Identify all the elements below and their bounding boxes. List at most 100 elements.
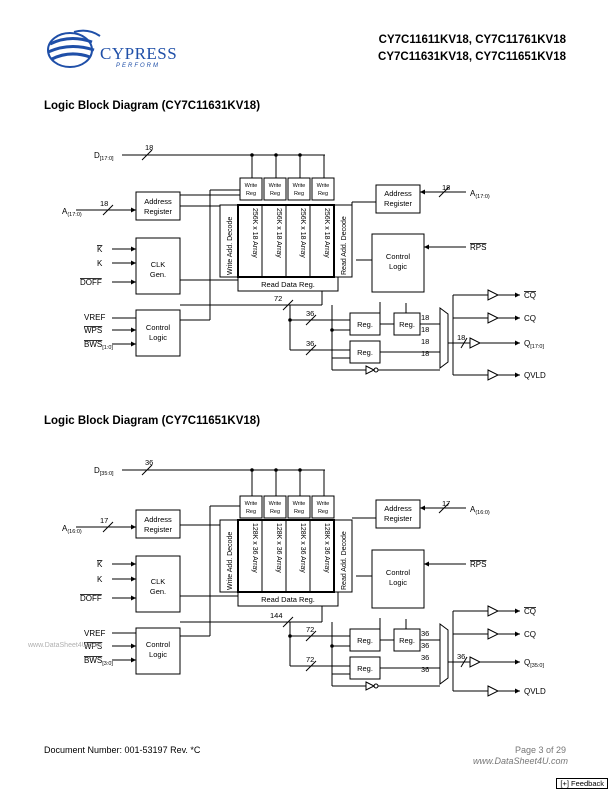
q-subscript: [17:0]	[530, 344, 544, 350]
array-label: 256K x 18 Array	[251, 208, 258, 258]
svg-text:Q[17:0]: Q[17:0]	[524, 339, 544, 350]
bws-label: BWS	[84, 656, 102, 665]
address-register-label: Address	[144, 515, 172, 524]
address-register-label: Address	[144, 197, 172, 206]
reg-label: Reg.	[399, 320, 415, 329]
q-label: Q	[524, 658, 530, 667]
page-number: Page 3 of 29	[514, 745, 566, 755]
document-number: Document Number: 001-53197 Rev. *C	[44, 745, 201, 755]
a-input-label: A	[62, 524, 68, 533]
qvld-label: QVLD	[524, 687, 546, 696]
read-data-reg-label: Read Data Reg.	[261, 280, 315, 289]
write-reg-label: Write	[293, 183, 306, 189]
write-reg-label: Write	[245, 501, 258, 507]
control-logic-right-label: Control	[386, 252, 411, 261]
bws-label: BWS	[84, 340, 102, 349]
reg-label: Reg.	[357, 664, 373, 673]
write-reg-label: Reg	[294, 191, 304, 197]
write-decode-label: Write Add. Decode	[227, 217, 234, 275]
address-register-right-label: Address	[384, 504, 412, 513]
cq-bar-label: CQ	[524, 291, 536, 300]
d-input-subscript: [35:0]	[100, 471, 114, 477]
bus-72-label: 72	[306, 625, 314, 634]
control-logic-right-label: Logic	[389, 578, 407, 587]
wps-label: WPS	[84, 642, 102, 651]
address-register-label: Register	[144, 525, 172, 534]
reg-label: Reg.	[357, 320, 373, 329]
diagram-1-title: Logic Block Diagram (CY7C11631KV18)	[44, 100, 261, 112]
a-bus-width: 18	[100, 199, 108, 208]
read-data-reg-label: Read Data Reg.	[261, 595, 315, 604]
wps-label: WPS	[84, 326, 102, 335]
bus-72-label: 72	[274, 294, 282, 303]
address-register-right-label: Register	[384, 199, 412, 208]
bus-18-label: 18	[421, 313, 429, 322]
write-reg-label: Reg	[294, 509, 304, 515]
array-label: 128K x 36 Array	[275, 523, 282, 573]
a-right-label: A	[470, 189, 476, 198]
svg-text:BWS[1:0]: BWS[1:0]	[84, 340, 113, 351]
address-register-right-label: Register	[384, 514, 412, 523]
svg-text:D[17:0]: D[17:0]	[94, 151, 114, 162]
rps-label: RPS	[470, 560, 486, 569]
k-label: K	[97, 259, 103, 268]
control-logic-right-label: Logic	[389, 262, 407, 271]
logo-name: CYPRESS	[100, 44, 178, 63]
array-label: 256K x 18 Array	[275, 208, 282, 258]
write-reg-label: Write	[269, 183, 282, 189]
svg-text:D[35:0]: D[35:0]	[94, 466, 114, 477]
write-reg-label: Write	[269, 501, 282, 507]
part-numbers-line-1: CY7C11611KV18, CY7C11761KV18	[378, 34, 566, 46]
svg-text:A(16:0): A(16:0)	[62, 524, 82, 535]
q-subscript: [35:0]	[530, 663, 544, 669]
k-bar-label: K	[97, 560, 103, 569]
control-logic-label: Control	[146, 323, 171, 332]
write-reg-label: Reg	[246, 191, 256, 197]
a-right-subscript: (17:0)	[475, 194, 490, 200]
cypress-globe-icon	[47, 29, 101, 68]
d-bus-width: 18	[145, 143, 153, 152]
logo-tagline: PERFORM	[116, 63, 160, 69]
vref-label: VREF	[84, 629, 105, 638]
a-input-subscript: (17:0)	[67, 212, 82, 218]
doff-label: DOFF	[80, 594, 102, 603]
k-bar-label: K	[97, 245, 103, 254]
cq-label: CQ	[524, 630, 536, 639]
k-label: K	[97, 575, 103, 584]
a-input-subscript: (16:0)	[67, 529, 82, 535]
cypress-logo: CYPRESS PERFORM	[44, 26, 177, 78]
bus-144-label: 144	[270, 611, 283, 620]
bus-36-label: 36	[421, 653, 429, 662]
d-input-label: D	[94, 466, 100, 475]
write-reg-label: Write	[317, 183, 330, 189]
a-bus-width: 17	[100, 516, 108, 525]
a-right-bus-width: 17	[442, 499, 450, 508]
bus-72-label: 72	[306, 655, 314, 664]
control-logic-right-label: Control	[386, 568, 411, 577]
write-reg-label: Reg	[246, 509, 256, 515]
d-input-label: D	[94, 151, 100, 160]
write-reg-label: Write	[245, 183, 258, 189]
array-label: 256K x 18 Array	[299, 208, 306, 258]
write-reg-label: Reg	[318, 191, 328, 197]
write-decode-label: Write Add. Decode	[227, 532, 234, 590]
a-right-subscript: (16:0)	[475, 510, 490, 516]
array-label: 128K x 36 Array	[323, 523, 330, 573]
array-label: 128K x 36 Array	[251, 523, 258, 573]
a-right-label: A	[470, 505, 476, 514]
feedback-button[interactable]: [+] Feedback	[556, 778, 608, 789]
clk-gen-label: Gen.	[150, 270, 166, 279]
address-register-label: Register	[144, 207, 172, 216]
bws-subscript: [1:0]	[102, 345, 113, 351]
bus-18-label: 18	[421, 337, 429, 346]
reg-label: Reg.	[357, 348, 373, 357]
bus-18-label: 18	[421, 349, 429, 358]
clk-gen-label: CLK	[151, 260, 166, 269]
a-right-bus-width: 18	[442, 183, 450, 192]
read-decode-label: Read Add. Decode	[341, 216, 348, 275]
bus-36-label: 36	[421, 641, 429, 650]
rps-label: RPS	[470, 243, 486, 252]
control-logic-label: Logic	[149, 650, 167, 659]
bus-36-label: 36	[421, 629, 429, 638]
doff-label: DOFF	[80, 278, 102, 287]
